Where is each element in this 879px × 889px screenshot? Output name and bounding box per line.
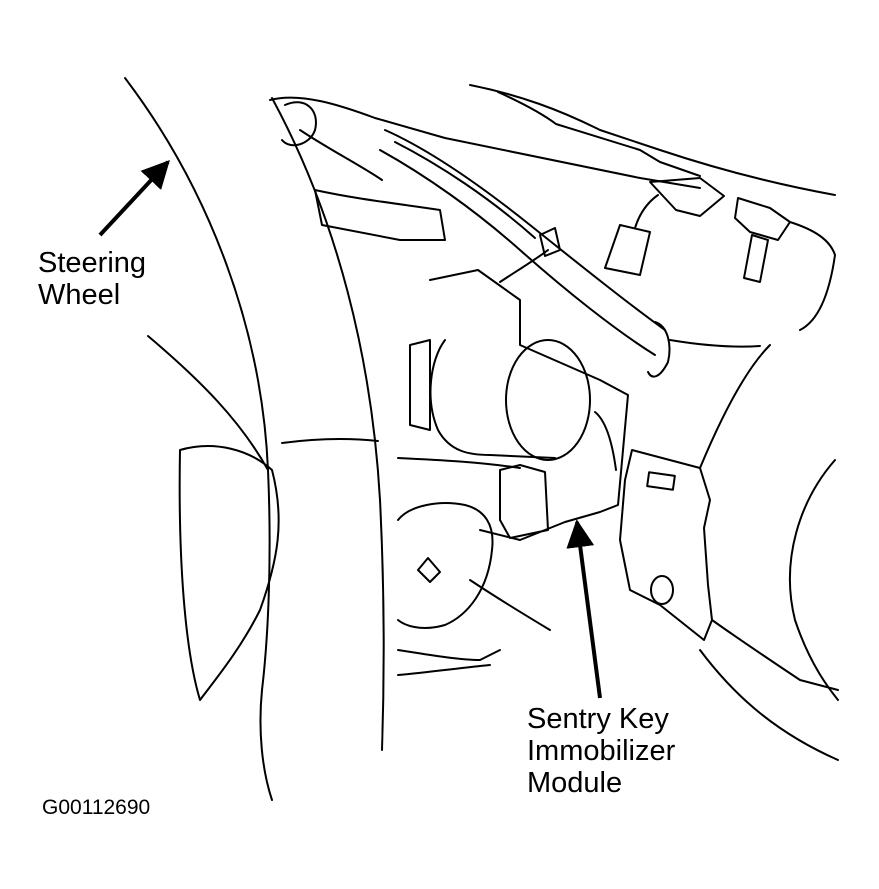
dash-support: [314, 189, 446, 241]
steering-wheel-lower-edge: [259, 689, 273, 801]
wire-harness-bottom: [379, 149, 656, 356]
switch-panel-outline: [619, 449, 713, 641]
console-outline-top: [469, 84, 836, 196]
module-lower-tab: [499, 464, 549, 539]
steering-wheel-label: Steering Wheel: [38, 247, 146, 311]
module-cylinder: [429, 339, 556, 459]
column-shroud-base: [397, 664, 491, 676]
wire-harness-top: [384, 129, 666, 331]
module-box-outline: [429, 269, 629, 541]
steering-hub-outline: [178, 445, 280, 701]
console-connector: [649, 177, 725, 217]
cable-spring: [604, 224, 651, 276]
switch-panel-right: [699, 344, 771, 469]
steering-hub-top: [281, 437, 379, 444]
console-bolt: [734, 197, 791, 241]
switch-panel-button: [646, 471, 676, 491]
module-box-side: [409, 339, 431, 431]
wire-lower-run: [669, 339, 761, 348]
console-outline-mid: [497, 91, 701, 177]
dash-bracket-left: [281, 101, 317, 147]
immobilizer-module-label-line: Module: [527, 767, 623, 799]
dash-panel-top: [269, 96, 701, 189]
immobilizer-module-label: Sentry Key Immobilizer Module: [527, 703, 675, 799]
dash-right-lower: [699, 649, 839, 761]
steering-wheel-label-line: Steering: [38, 247, 147, 279]
wire-clip: [539, 227, 561, 257]
module-cylinder-cap: [505, 339, 591, 461]
steering-wheel-outer-edge: [124, 77, 271, 691]
module-edge-line: [594, 411, 617, 471]
ignition-key-slot: [417, 557, 441, 583]
cable-spring-wire: [634, 194, 659, 229]
wire-tie: [647, 321, 671, 378]
column-shroud-bottom: [397, 649, 501, 661]
ignition-housing: [397, 502, 494, 629]
dash-panel-edge: [299, 129, 383, 181]
steering-wheel-label-line: Wheel: [38, 279, 121, 311]
figure-id: G00112690: [42, 796, 151, 819]
steering-hub-detail: [147, 335, 269, 471]
column-shroud-lower: [397, 457, 521, 469]
wire-harness-extra: [394, 141, 536, 239]
steering-wheel-arrow: [98, 159, 170, 237]
switch-panel-curve: [711, 619, 839, 691]
module-arrow: [566, 519, 602, 699]
immobilizer-module-label-line: Immobilizer: [527, 735, 676, 767]
dash-right-curve: [788, 459, 839, 701]
steering-wheel-inner-edge: [271, 97, 385, 751]
console-right-edge: [789, 221, 836, 331]
console-bolt-stem: [743, 234, 769, 283]
wire-branch: [499, 249, 549, 283]
ignition-lower-line: [469, 579, 551, 631]
immobilizer-module-label-line: Sentry Key: [527, 703, 669, 735]
switch-panel-hole: [650, 575, 674, 605]
